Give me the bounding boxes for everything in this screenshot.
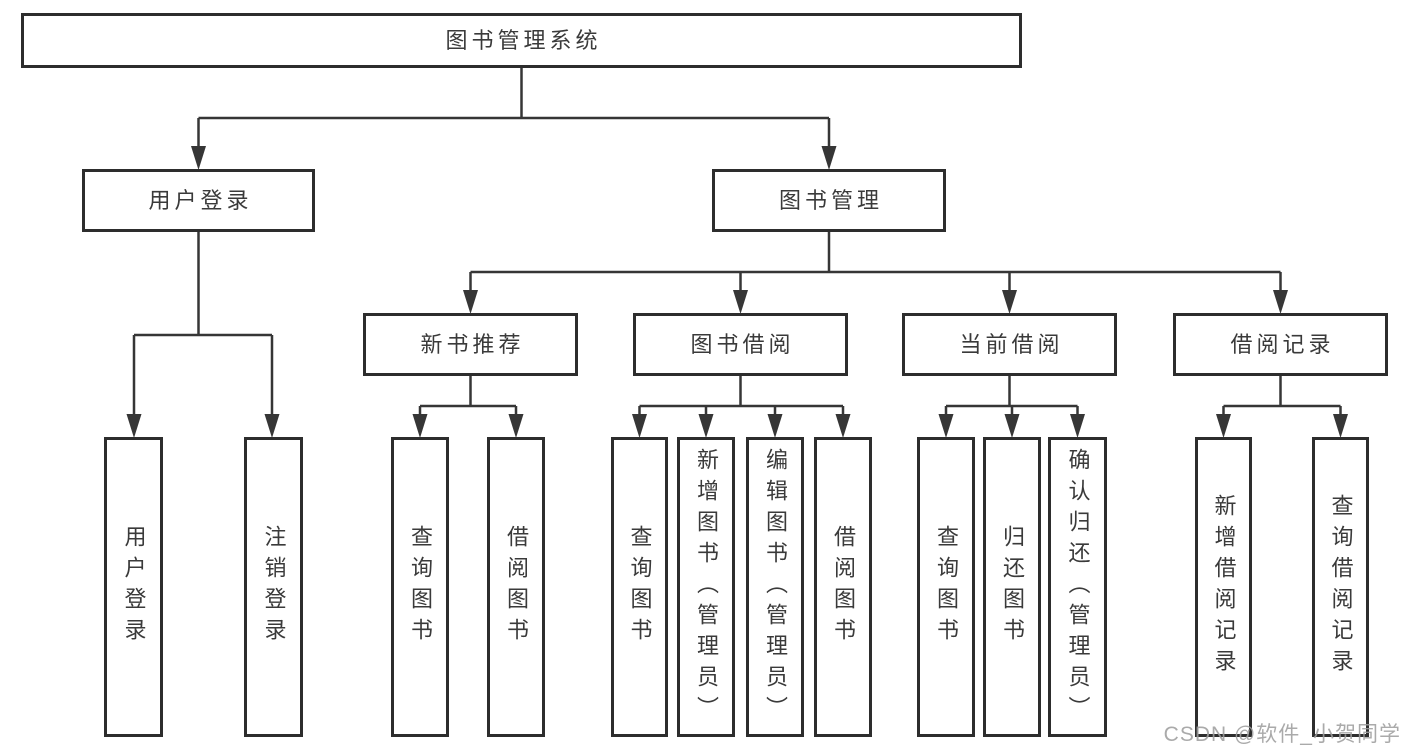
node-label: 查询图书 (408, 525, 433, 649)
node-label: 确认归还（管理员） (1065, 447, 1091, 727)
arrowhead-icon (126, 414, 142, 438)
leaf-logout: 注销登录 (244, 437, 303, 737)
node-new-book-recommend: 新书推荐 (363, 313, 578, 376)
node-label: 借阅记录 (1230, 331, 1335, 357)
leaf-borrow-books: 借阅图书 (814, 437, 872, 737)
leaf-add-books-admin: 新增图书（管理员） (677, 437, 735, 737)
node-label: 图书管理 (778, 187, 883, 213)
leaf-query-books-borrowing: 查询图书 (611, 437, 668, 737)
leaf-user-login: 用户登录 (104, 437, 163, 737)
arrowhead-icon (412, 414, 428, 438)
arrowhead-icon (508, 414, 524, 438)
leaf-edit-books-admin: 编辑图书（管理员） (746, 437, 804, 737)
node-label: 查询图书 (627, 525, 653, 649)
arrowhead-icon (191, 146, 206, 170)
connector-current-to-leaves (944, 376, 1079, 418)
leaf-return-books: 归还图书 (983, 437, 1041, 737)
arrowhead-icon (821, 146, 837, 170)
connector-newrec-to-leaves (418, 376, 518, 418)
arrowhead-icon (1216, 414, 1231, 438)
node-label: 编辑图书（管理员） (763, 447, 788, 727)
node-label: 图书管理系统 (445, 27, 602, 53)
arrowhead-icon (1070, 414, 1085, 438)
node-label: 查询图书 (934, 525, 959, 649)
leaf-query-books-recommend: 查询图书 (391, 437, 449, 737)
connector-root-to-level2 (197, 68, 831, 150)
node-label: 借阅图书 (504, 525, 529, 649)
arrowhead-icon (1002, 290, 1017, 314)
arrowhead-icon (698, 414, 714, 438)
connector-bookmgmt-to-level3 (469, 232, 1282, 298)
arrowhead-icon (835, 414, 851, 438)
arrowhead-icon (632, 414, 647, 438)
arrowhead-icon (1273, 290, 1288, 314)
node-label: 新增借阅记录 (1211, 494, 1237, 680)
arrowhead-icon (767, 414, 783, 438)
node-label: 查询借阅记录 (1328, 494, 1354, 680)
node-label: 用户登录 (148, 187, 253, 213)
arrowhead-icon (938, 414, 954, 438)
leaf-add-borrow-record: 新增借阅记录 (1195, 437, 1252, 737)
node-label: 注销登录 (261, 525, 287, 649)
leaf-query-borrow-record: 查询借阅记录 (1312, 437, 1369, 737)
arrowhead-icon (264, 414, 280, 438)
node-label: 用户登录 (121, 525, 147, 649)
node-user-login: 用户登录 (82, 169, 315, 232)
node-book-borrowing: 图书借阅 (633, 313, 848, 376)
arrowhead-icon (463, 290, 478, 314)
node-root-library-system: 图书管理系统 (21, 13, 1022, 68)
node-borrowing-records: 借阅记录 (1173, 313, 1388, 376)
node-label: 借阅图书 (831, 525, 856, 649)
node-book-management: 图书管理 (712, 169, 946, 232)
connector-borrow-to-leaves (638, 376, 845, 418)
csdn-watermark: CSDN @软件_小贺同学 (1163, 723, 1401, 746)
node-label: 新书推荐 (420, 331, 525, 357)
connector-userlogin-to-leaves (132, 232, 274, 418)
node-current-borrowing: 当前借阅 (902, 313, 1117, 376)
leaf-confirm-return-admin: 确认归还（管理员） (1048, 437, 1107, 737)
arrowhead-icon (1333, 414, 1348, 438)
leaf-borrow-books-recommend: 借阅图书 (487, 437, 545, 737)
node-label: 当前借阅 (959, 331, 1064, 357)
leaf-query-books-current: 查询图书 (917, 437, 975, 737)
connector-records-to-leaves (1222, 376, 1342, 418)
node-label: 新增图书（管理员） (694, 447, 719, 727)
node-label: 图书借阅 (690, 331, 795, 357)
arrowhead-icon (1004, 414, 1020, 438)
node-label: 归还图书 (1000, 525, 1025, 649)
arrowhead-icon (733, 290, 748, 314)
